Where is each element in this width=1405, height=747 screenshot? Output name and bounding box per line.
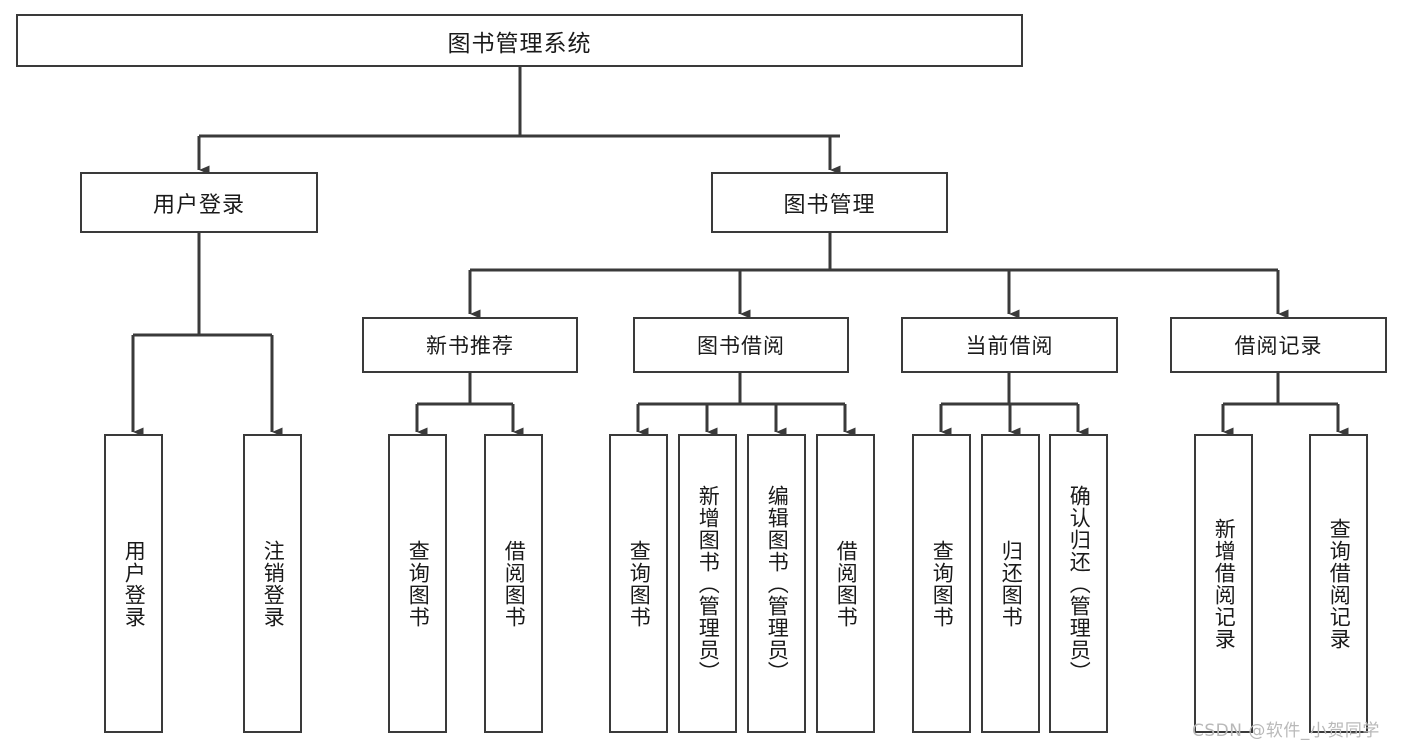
node-root-book-management-system[interactable]: 图书管理系统 — [16, 14, 1023, 67]
leaf-user-login-login[interactable]: 用户登录 — [104, 434, 163, 733]
leaf-new-book-query-books[interactable]: 查询图书 — [388, 434, 447, 733]
node-label: 当前借阅 — [965, 334, 1054, 358]
leaf-current-confirm-return-admin[interactable]: 确认归还（管理员） — [1049, 434, 1108, 733]
leaf-borrow-borrow-books[interactable]: 借阅图书 — [816, 434, 875, 733]
node-label: 查询图书 — [406, 539, 431, 628]
node-new-book-recommendation[interactable]: 新书推荐 — [362, 317, 578, 373]
node-label: 确认归还（管理员） — [1067, 484, 1092, 683]
node-label: 查询图书 — [627, 539, 652, 628]
leaf-borrow-edit-book-admin[interactable]: 编辑图书（管理员） — [747, 434, 806, 733]
leaf-current-return-books[interactable]: 归还图书 — [981, 434, 1040, 733]
node-label: 图书管理系统 — [447, 30, 592, 57]
leaf-new-book-borrow-books[interactable]: 借阅图书 — [484, 434, 543, 733]
node-current-borrowing[interactable]: 当前借阅 — [901, 317, 1118, 373]
node-label: 图书借阅 — [697, 334, 785, 358]
leaf-borrow-add-book-admin[interactable]: 新增图书（管理员） — [678, 434, 737, 733]
node-user-login[interactable]: 用户登录 — [80, 172, 318, 233]
node-label: 新增借阅记录 — [1212, 517, 1237, 650]
node-book-management[interactable]: 图书管理 — [711, 172, 948, 233]
node-label: 借阅记录 — [1234, 334, 1323, 358]
node-label: 注销登录 — [261, 539, 286, 628]
node-label: 借阅图书 — [834, 539, 859, 628]
node-label: 新增图书（管理员） — [696, 484, 721, 683]
node-label: 查询图书 — [930, 539, 955, 628]
node-label: 编辑图书（管理员） — [765, 484, 790, 683]
node-label: 归还图书 — [999, 539, 1024, 628]
leaf-record-add-borrow-record[interactable]: 新增借阅记录 — [1194, 434, 1253, 733]
node-label: 借阅图书 — [502, 539, 527, 628]
node-label: 用户登录 — [122, 539, 147, 628]
node-borrowing-record[interactable]: 借阅记录 — [1170, 317, 1387, 373]
csdn-watermark: CSDN @软件_小贺同学 — [1192, 721, 1380, 741]
leaf-record-query-borrow-record[interactable]: 查询借阅记录 — [1309, 434, 1368, 733]
node-label: 新书推荐 — [426, 334, 514, 358]
leaf-current-query-books[interactable]: 查询图书 — [912, 434, 971, 733]
node-label: 用户登录 — [152, 192, 245, 218]
leaf-user-login-logout[interactable]: 注销登录 — [243, 434, 302, 733]
node-label: 查询借阅记录 — [1327, 517, 1352, 650]
node-book-borrowing[interactable]: 图书借阅 — [633, 317, 849, 373]
leaf-borrow-query-books[interactable]: 查询图书 — [609, 434, 668, 733]
node-label: 图书管理 — [783, 192, 876, 218]
